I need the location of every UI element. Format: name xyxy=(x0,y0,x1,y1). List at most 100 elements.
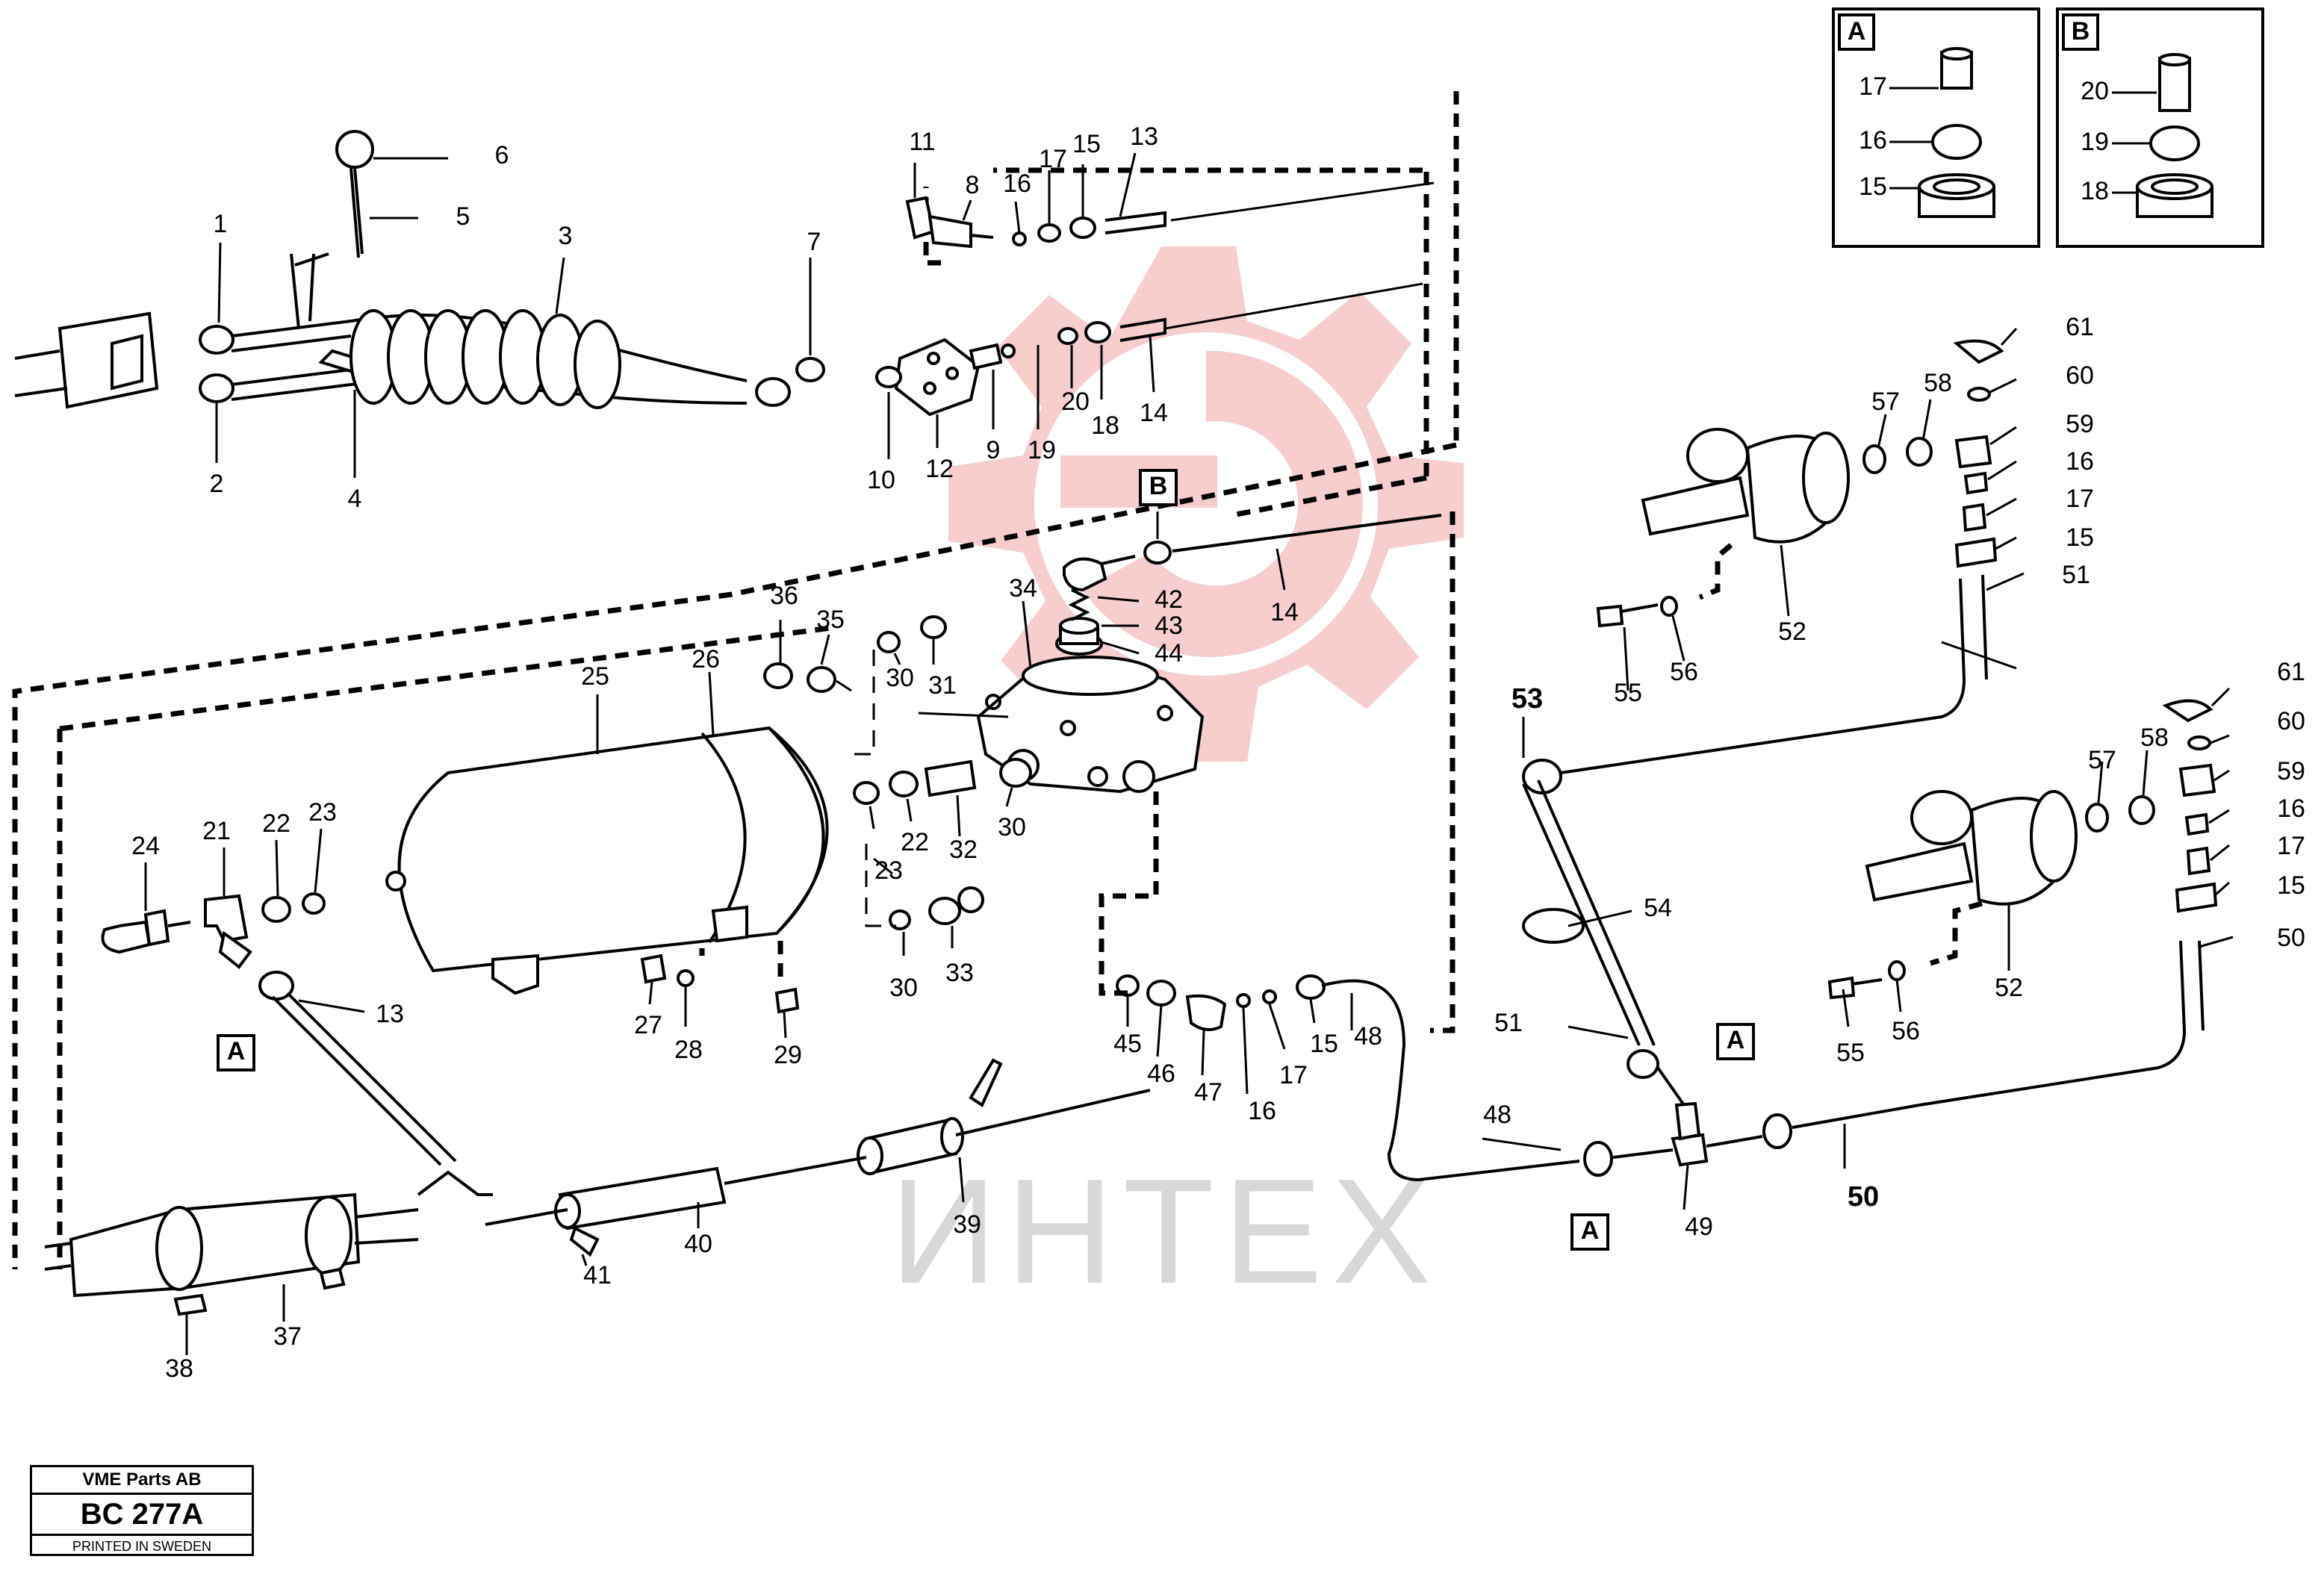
part-label-47: 47 xyxy=(1194,1078,1222,1107)
detail-b-item-20: 20 xyxy=(2081,77,2109,105)
part-label-44: 44 xyxy=(1155,639,1183,668)
part-label-8: 8 xyxy=(966,171,980,199)
part-label-36: 36 xyxy=(770,582,798,610)
part-label-10: 10 xyxy=(867,466,895,494)
part-label-51-a: 51 xyxy=(1494,1009,1523,1037)
drawing-code: BC 277A xyxy=(32,1495,252,1536)
part-label-59-a: 59 xyxy=(2066,410,2094,438)
part-label-17-b: 17 xyxy=(2277,832,2305,860)
watermark-brand-text: ИНТЕХ xyxy=(889,1148,1440,1315)
part-label-30-a: 30 xyxy=(886,664,914,692)
part-label-28: 28 xyxy=(674,1036,703,1064)
part-label-52-a: 52 xyxy=(1778,617,1806,646)
part-label-61-a: 61 xyxy=(2066,313,2094,341)
part-label-16-a: 16 xyxy=(2066,447,2094,476)
part-label-57-b: 57 xyxy=(2088,746,2116,774)
part-label-11: 11 xyxy=(909,128,935,156)
detail-a-label: A xyxy=(1848,17,1866,46)
part-label-4: 4 xyxy=(348,485,362,513)
part-label-2: 2 xyxy=(210,470,224,498)
part-label-15-top: 15 xyxy=(1072,130,1101,158)
hairpin-clip xyxy=(335,130,374,258)
spiral-wrap xyxy=(349,309,621,409)
part-label-5: 5 xyxy=(456,202,470,231)
part-label-45: 45 xyxy=(1113,1030,1142,1058)
part-label-14-top: 14 xyxy=(1140,399,1168,427)
part-label-26: 26 xyxy=(692,645,720,673)
leader-lines xyxy=(144,152,2234,1355)
part-label-27: 27 xyxy=(634,1011,662,1039)
detail-b-item-19: 19 xyxy=(2081,128,2109,156)
part-label-41: 41 xyxy=(583,1261,612,1290)
part-label-7: 7 xyxy=(807,228,821,256)
ref-tag-a-lower: A xyxy=(1581,1216,1600,1245)
part-label-48-b: 48 xyxy=(1483,1101,1511,1129)
part-label-56-a: 56 xyxy=(1670,658,1698,686)
part-label-53: 53 xyxy=(1511,683,1543,715)
part-label-21: 21 xyxy=(202,817,231,845)
ref-tags: B A A A xyxy=(217,469,1755,1251)
part-label-58-b: 58 xyxy=(2140,724,2169,752)
part-label-15-a: 15 xyxy=(2066,523,2094,552)
part-label-61-b: 61 xyxy=(2277,658,2305,686)
part-label-43: 43 xyxy=(1155,612,1183,640)
part-label-16-b: 16 xyxy=(2277,794,2305,823)
company-name: VME Parts AB xyxy=(32,1467,252,1495)
part-label-42: 42 xyxy=(1155,585,1183,614)
part-label-33: 33 xyxy=(945,959,974,987)
part-label-9: 9 xyxy=(987,436,1001,464)
hose-13-left xyxy=(258,971,493,1196)
air-reservoir-tank xyxy=(385,726,829,995)
part-label-17-mid: 17 xyxy=(1279,1061,1308,1089)
part-label-52-b: 52 xyxy=(1995,974,2023,1002)
part-label-55-b: 55 xyxy=(1836,1039,1865,1067)
part-label-50-a: 50 xyxy=(1848,1181,1879,1213)
part-label-22-b: 22 xyxy=(262,809,290,838)
bracket-assembly xyxy=(14,311,159,409)
upper-brake-chamber xyxy=(1560,339,2004,774)
ref-tag-a-left: A xyxy=(227,1037,246,1066)
detail-b-item-18: 18 xyxy=(2081,177,2109,205)
part-label-54: 54 xyxy=(1644,894,1672,922)
part-label-37: 37 xyxy=(273,1322,302,1351)
part-label-34: 34 xyxy=(1009,574,1037,603)
part-label-40: 40 xyxy=(684,1230,712,1258)
part-label-13-left: 13 xyxy=(376,1000,404,1028)
part-label-59-b: 59 xyxy=(2277,757,2305,786)
relay-valve-34 xyxy=(976,514,1442,794)
part-label-56-b: 56 xyxy=(1892,1017,1920,1045)
part-label-38: 38 xyxy=(165,1354,193,1383)
part-label-6: 6 xyxy=(495,141,509,169)
part-label-19-top: 19 xyxy=(1028,436,1056,464)
part-label-12: 12 xyxy=(925,455,954,483)
part-label-23-b: 23 xyxy=(308,798,337,827)
part-label-32: 32 xyxy=(949,836,978,864)
part-label-20-top: 20 xyxy=(1061,388,1090,416)
part-number-labels: 1 2 3 4 5 6 7 8 9 10 11 12 13 14 15 16 1… xyxy=(131,122,2305,1383)
part-label-46: 46 xyxy=(1147,1060,1175,1088)
part-label-13-top: 13 xyxy=(1130,122,1158,151)
part-label-16-mid: 16 xyxy=(1248,1097,1276,1125)
detail-a-item-15: 15 xyxy=(1859,172,1887,201)
part-label-15-b: 15 xyxy=(2277,871,2305,900)
part-label-49: 49 xyxy=(1685,1213,1713,1241)
part-label-48-a: 48 xyxy=(1354,1022,1382,1051)
part-label-3: 3 xyxy=(559,222,573,250)
part-label-29: 29 xyxy=(774,1041,802,1069)
part-label-58-a: 58 xyxy=(1924,369,1952,397)
part-label-22-a: 22 xyxy=(901,828,929,856)
part-label-25: 25 xyxy=(581,662,609,691)
printed-note: PRINTED IN SWEDEN xyxy=(72,1539,211,1554)
part-label-50-b: 50 xyxy=(2277,924,2305,952)
part-label-17-a: 17 xyxy=(2066,485,2094,513)
part-label-60-b: 60 xyxy=(2277,707,2305,735)
part-label-17-top: 17 xyxy=(1039,145,1067,173)
part-label-55-a: 55 xyxy=(1614,679,1642,707)
part-label-51-b: 51 xyxy=(2062,561,2090,589)
part-label-57-a: 57 xyxy=(1871,388,1900,416)
part-label-1: 1 xyxy=(214,210,228,238)
ref-tag-a-right: A xyxy=(1727,1026,1745,1054)
lower-brake-chamber xyxy=(1827,699,2218,1107)
line-to-brake-chambers xyxy=(1522,759,1685,1107)
